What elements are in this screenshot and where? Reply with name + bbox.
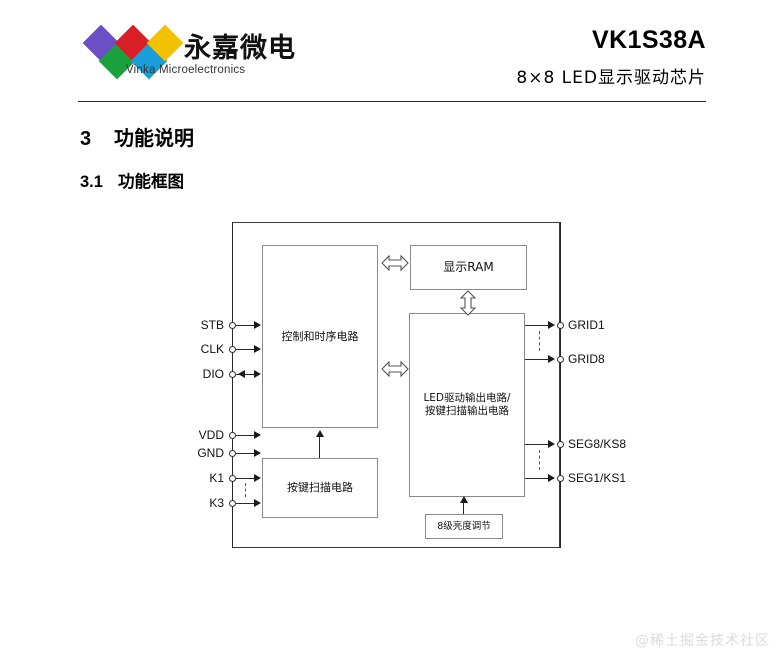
pin-node-grid8 — [556, 355, 564, 363]
part-subtitle: 8×8 LED显示驱动芯片 — [516, 68, 706, 88]
block-control-timing: 控制和时序电路 — [262, 245, 378, 428]
wire-gnd — [236, 452, 256, 454]
arrowhead-stb — [254, 321, 261, 329]
pin-label-grid8: GRID8 — [568, 352, 605, 366]
pin-label-seg8: SEG8/KS8 — [568, 437, 627, 451]
wire-stb — [236, 324, 256, 326]
page-header: 永嘉微电 Vinka Microelectronics VK1S38A 8×8 … — [0, 0, 784, 105]
arrowhead-dio-out — [238, 370, 245, 378]
pin-node-grid1 — [556, 321, 564, 329]
pin-label-clk: CLK — [200, 342, 224, 356]
section-3-1-title: 功能框图 — [118, 173, 184, 191]
block-led-driver-line1: LED驱动输出电路/ — [423, 391, 511, 404]
section-3-number: 3 — [80, 128, 92, 150]
arrowhead-keyscan-to-control — [315, 430, 324, 437]
arrowhead-dio-in — [254, 370, 261, 378]
arrowhead-vdd — [254, 431, 261, 439]
pin-label-stb: STB — [200, 318, 224, 332]
arrowhead-k1 — [254, 474, 261, 482]
arrowhead-brightness-to-led — [459, 496, 468, 503]
pin-node-dio — [229, 370, 236, 378]
pin-label-grid1: GRID1 — [568, 318, 605, 332]
company-logo: 永嘉微电 Vinka Microelectronics — [82, 24, 295, 88]
pin-label-dio: DIO — [202, 367, 224, 381]
arrow-ram-to-led — [458, 290, 478, 321]
section-heading-3-1: 3.1 功能框图 — [80, 168, 184, 192]
pin-label-k3: K3 — [209, 496, 224, 510]
arrowhead-seg8 — [548, 440, 555, 448]
pin-node-k1 — [229, 474, 236, 482]
dashed-link-grid1-grid8 — [539, 331, 540, 351]
watermark-text: @稀土掘金技术社区 — [635, 633, 770, 649]
block-display-ram: 显示RAM — [410, 245, 527, 290]
wire-brightness-to-led — [463, 502, 465, 514]
arrowhead-grid8 — [548, 355, 555, 363]
wire-seg1 — [525, 477, 550, 479]
pin-node-clk — [229, 345, 236, 353]
section-3-1-number: 3.1 — [80, 173, 103, 191]
right-pin-rail — [560, 222, 562, 548]
section-heading-3: 3 功能说明 — [80, 122, 194, 151]
dashed-link-seg8-seg1 — [539, 450, 540, 470]
pin-label-vdd: VDD — [198, 428, 224, 442]
arrowhead-k3 — [254, 499, 261, 507]
wire-keyscan-to-control — [319, 435, 321, 458]
wire-k1 — [236, 477, 256, 479]
block-key-scan: 按键扫描电路 — [262, 458, 378, 518]
pin-label-seg1: SEG1/KS1 — [568, 471, 627, 485]
logo-english-name: Vinka Microelectronics — [126, 64, 246, 76]
wire-clk — [236, 348, 256, 350]
arrowhead-grid1 — [548, 321, 555, 329]
dashed-link-k1-k3 — [245, 483, 246, 497]
pin-node-seg1 — [556, 474, 564, 482]
pin-label-k1: K1 — [209, 471, 224, 485]
pin-node-gnd — [229, 449, 236, 457]
arrowhead-gnd — [254, 449, 261, 457]
section-3-title: 功能说明 — [114, 128, 194, 150]
block-brightness-control: 8级亮度调节 — [425, 514, 503, 539]
wire-grid8 — [525, 358, 550, 360]
arrowhead-clk — [254, 345, 261, 353]
wire-dio — [236, 373, 256, 375]
pin-node-stb — [229, 321, 236, 329]
wire-vdd — [236, 434, 256, 436]
wire-seg8 — [525, 443, 550, 445]
pin-node-seg8 — [556, 440, 564, 448]
wire-k3 — [236, 502, 256, 504]
block-led-driver-output: LED驱动输出电路/ 按键扫描输出电路 — [409, 313, 525, 497]
logo-chinese-name: 永嘉微电 — [184, 33, 296, 64]
header-divider — [78, 101, 706, 102]
pin-node-vdd — [229, 431, 236, 439]
wire-grid1 — [525, 324, 550, 326]
arrow-control-to-led — [381, 359, 409, 384]
block-led-driver-line2: 按键扫描输出电路 — [424, 405, 509, 417]
arrow-control-to-ram — [381, 253, 409, 278]
part-number-title: VK1S38A — [592, 26, 706, 54]
arrowhead-seg1 — [548, 474, 555, 482]
pin-node-k3 — [229, 499, 236, 507]
pin-label-gnd: GND — [197, 446, 224, 460]
left-pin-rail — [232, 222, 234, 548]
